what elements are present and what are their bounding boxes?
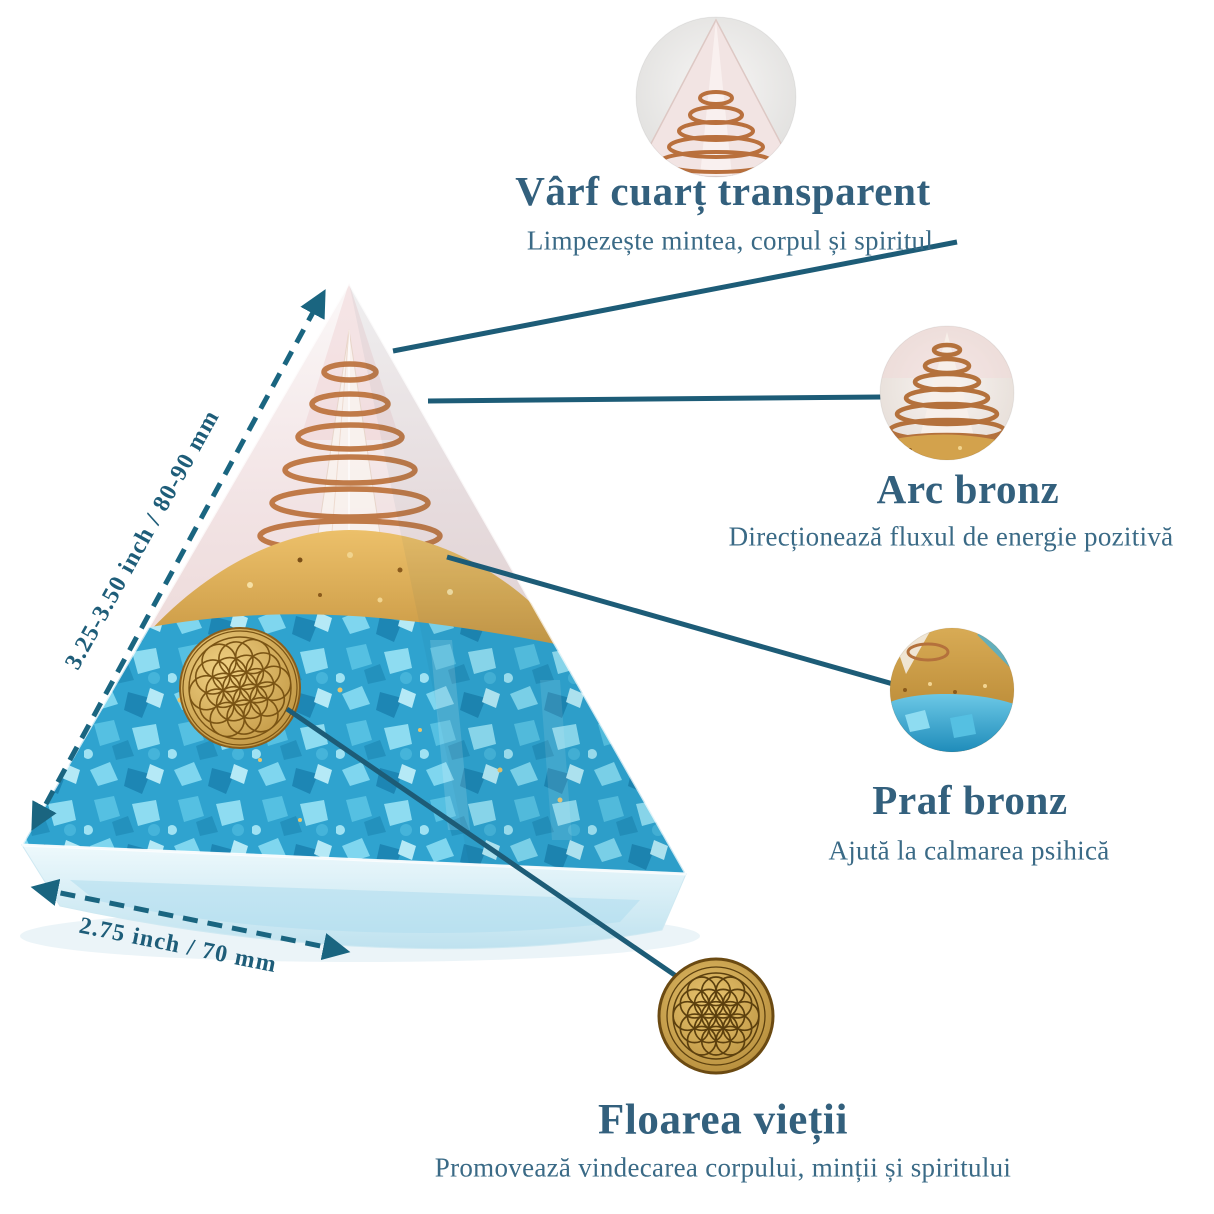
pyramid-illustration: [19, 280, 689, 950]
callout-lines: [285, 239, 958, 981]
flower-of-life-disc: [657, 957, 775, 1075]
callout-line-bronze-coil: [427, 394, 882, 404]
base-dimension-arrow: [30, 878, 351, 961]
callout-line-quartz-tip: [392, 239, 958, 354]
slant-dimension-arrow: [31, 289, 326, 831]
dimension-arrows: [30, 289, 351, 961]
bronze-dust-photo: [889, 627, 1015, 753]
callout-line-bronze-dust: [446, 554, 894, 687]
callout-line-flower-of-life: [285, 706, 681, 981]
bronze-coil-photo: [879, 325, 1015, 461]
quartz-tip-photo: [635, 16, 797, 178]
